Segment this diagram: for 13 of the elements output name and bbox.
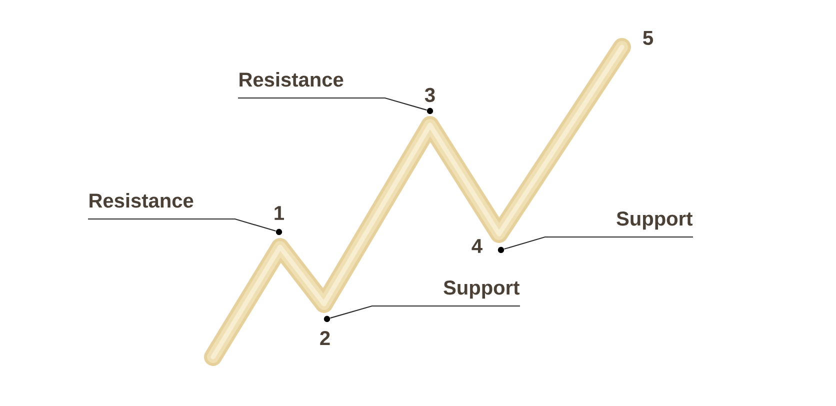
callout-number: 5 [643,31,653,45]
callout-number: 4 [472,239,482,253]
leader-line [330,305,520,319]
leader-line [88,218,276,232]
leader-line [238,97,427,111]
leader-line [504,236,693,250]
callout-number: 3 [424,88,435,102]
callout-number: 1 [274,206,284,220]
callout-number: 2 [320,331,330,345]
annotation-label: Support [616,212,692,230]
annotation-label: Support [444,280,520,299]
annotation-label: Resistance [90,193,194,208]
annotation-label: Resistance [240,72,344,87]
